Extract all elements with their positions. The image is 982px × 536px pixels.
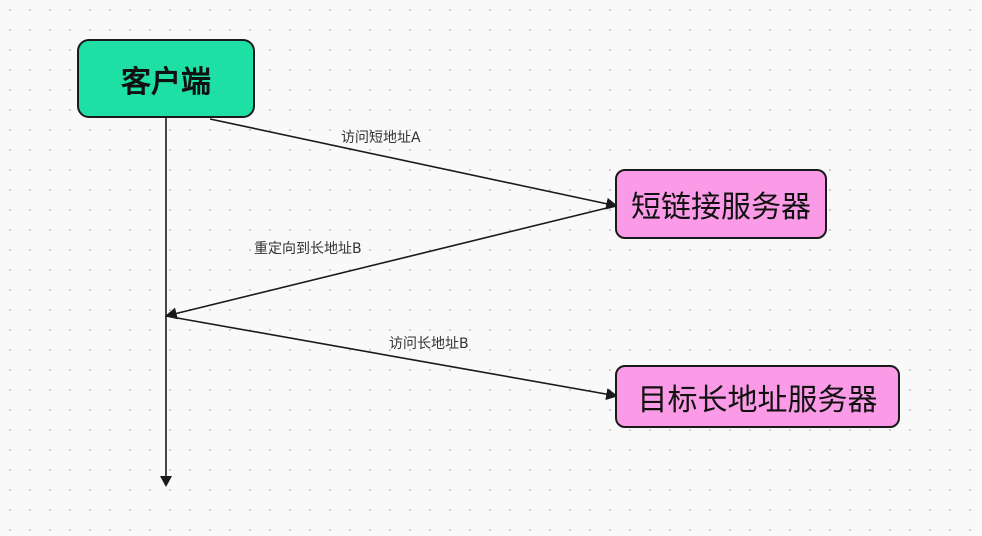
client-node[interactable]: 客户端 — [77, 39, 255, 118]
edge-label-access-short-url: 访问短地址A — [341, 130, 421, 146]
short-link-server-label: 短链接服务器 — [631, 190, 811, 225]
target-server-node[interactable]: 目标长地址服务器 — [615, 365, 900, 428]
edge-access-short-url — [209, 118, 619, 210]
edge-label-redirect-long-url: 重定向到长地址B — [254, 241, 362, 257]
edge-access-long-url — [165, 315, 619, 401]
client-node-label: 客户端 — [121, 64, 211, 100]
lifeline-arrowhead — [160, 476, 172, 487]
short-link-server-node[interactable]: 短链接服务器 — [615, 169, 827, 239]
edge-redirect-long-url — [164, 205, 616, 320]
target-server-label: 目标长地址服务器 — [637, 382, 878, 418]
edge-label-access-long-url: 访问长地址B — [389, 336, 469, 352]
